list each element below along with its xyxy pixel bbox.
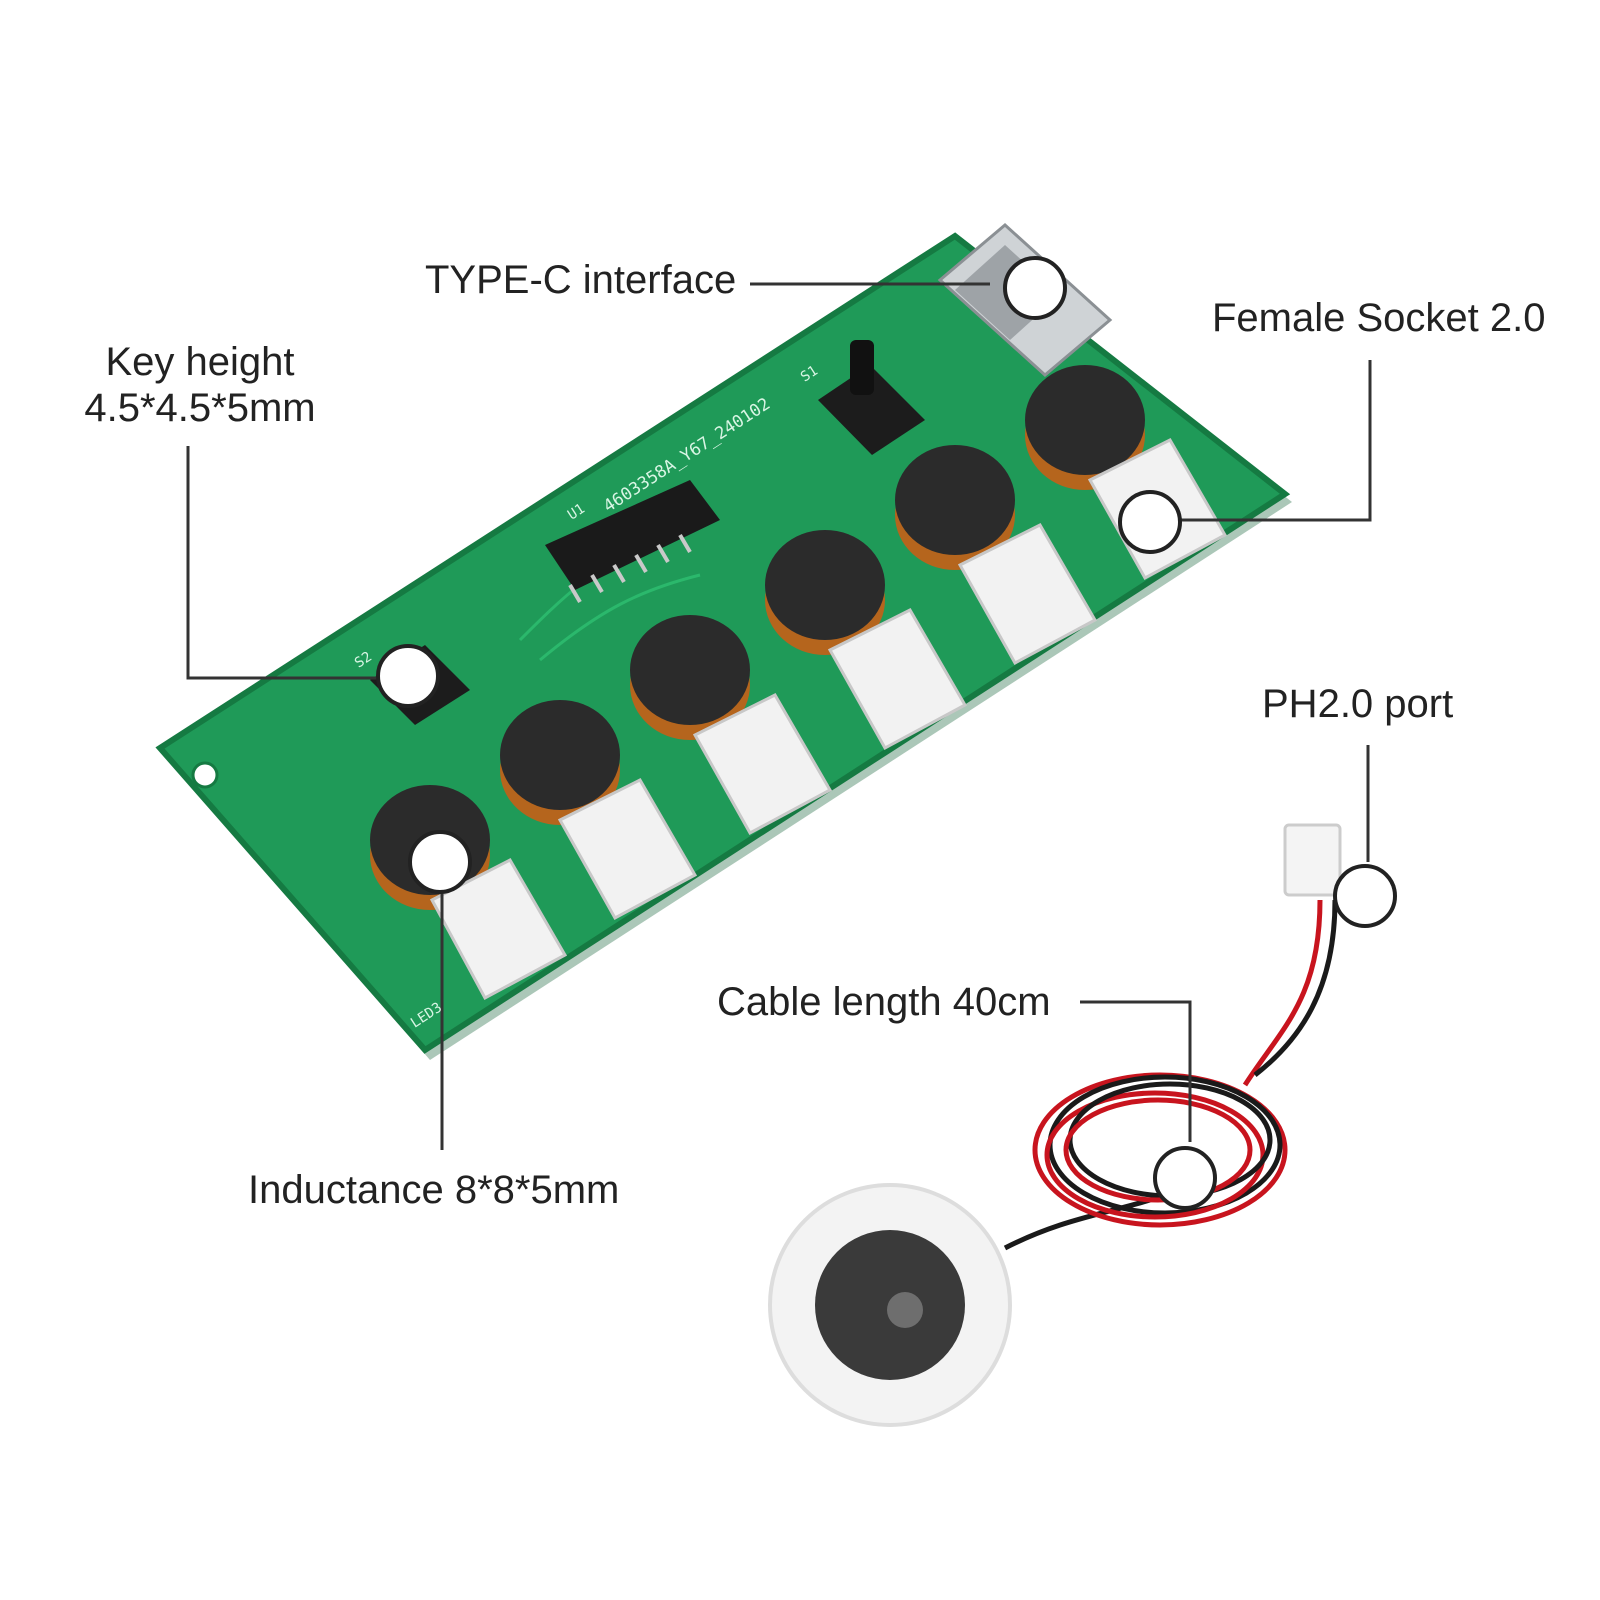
inductor	[895, 445, 1015, 570]
inductors	[370, 365, 1145, 910]
cable-marker	[1153, 1146, 1217, 1210]
port-marker	[1333, 864, 1397, 928]
ic-chip-u1	[545, 480, 720, 604]
cable-coil	[1003, 899, 1338, 1251]
ph-socket	[429, 858, 568, 1001]
key-height-label-line1: Key height	[105, 340, 295, 384]
ph-socket	[692, 693, 833, 836]
inductor	[1025, 365, 1145, 490]
typec-marker	[1003, 256, 1067, 320]
inductance-label: Inductance 8*8*5mm	[248, 1168, 620, 1212]
socket-marker	[1118, 490, 1182, 554]
key-leader	[186, 446, 378, 680]
ph-plug	[1283, 823, 1342, 897]
ph-socket	[557, 778, 698, 921]
typec-label: TYPE-C interface	[425, 258, 737, 302]
tactile-switch-s1	[818, 340, 925, 455]
cable-leader	[1080, 1000, 1192, 1142]
inductor	[765, 530, 885, 655]
inductance-marker	[408, 830, 472, 894]
cable-length-label: Cable length 40cm	[717, 980, 1051, 1024]
ph-port-label: PH2.0 port	[1262, 682, 1454, 726]
socket-leader	[1165, 360, 1372, 522]
key-height-label-line2: 4.5*4.5*5mm	[84, 386, 316, 430]
callout-lines	[186, 282, 1372, 1150]
ph-socket	[957, 523, 1098, 666]
mounting-hole	[191, 761, 219, 789]
callout-markers	[376, 256, 1397, 1210]
ph-socket	[827, 608, 968, 751]
female-socket-label: Female Socket 2.0	[1212, 296, 1546, 340]
ph-sockets	[429, 438, 1228, 1001]
key-marker	[376, 644, 440, 708]
inductor	[630, 615, 750, 740]
inductor	[500, 700, 620, 825]
atomizer-disc	[768, 1183, 1012, 1427]
pcb-trace	[539, 573, 701, 662]
